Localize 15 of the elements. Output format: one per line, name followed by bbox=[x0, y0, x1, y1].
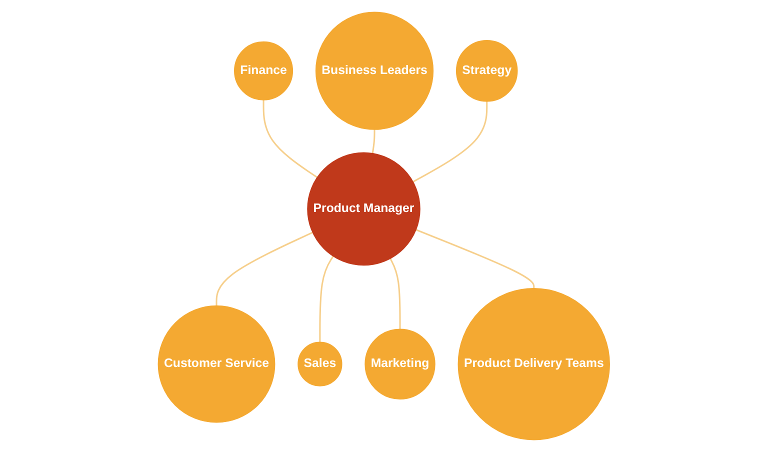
node-circle: Sales bbox=[298, 341, 342, 386]
connector bbox=[216, 231, 314, 306]
node-circle: Strategy bbox=[456, 39, 518, 102]
connector bbox=[372, 129, 376, 153]
node-circle: Marketing bbox=[364, 328, 436, 399]
connector bbox=[390, 258, 401, 329]
node-circle: Finance bbox=[234, 40, 294, 100]
node-circle: Product Manager bbox=[307, 152, 420, 266]
connector bbox=[262, 100, 318, 178]
connector bbox=[319, 255, 334, 342]
connector bbox=[416, 228, 535, 288]
connector bbox=[412, 100, 488, 182]
node-circle: Product Delivery Teams bbox=[458, 287, 610, 440]
node-circle: Customer Service bbox=[158, 304, 276, 422]
node-circle: Business Leaders bbox=[316, 11, 434, 130]
